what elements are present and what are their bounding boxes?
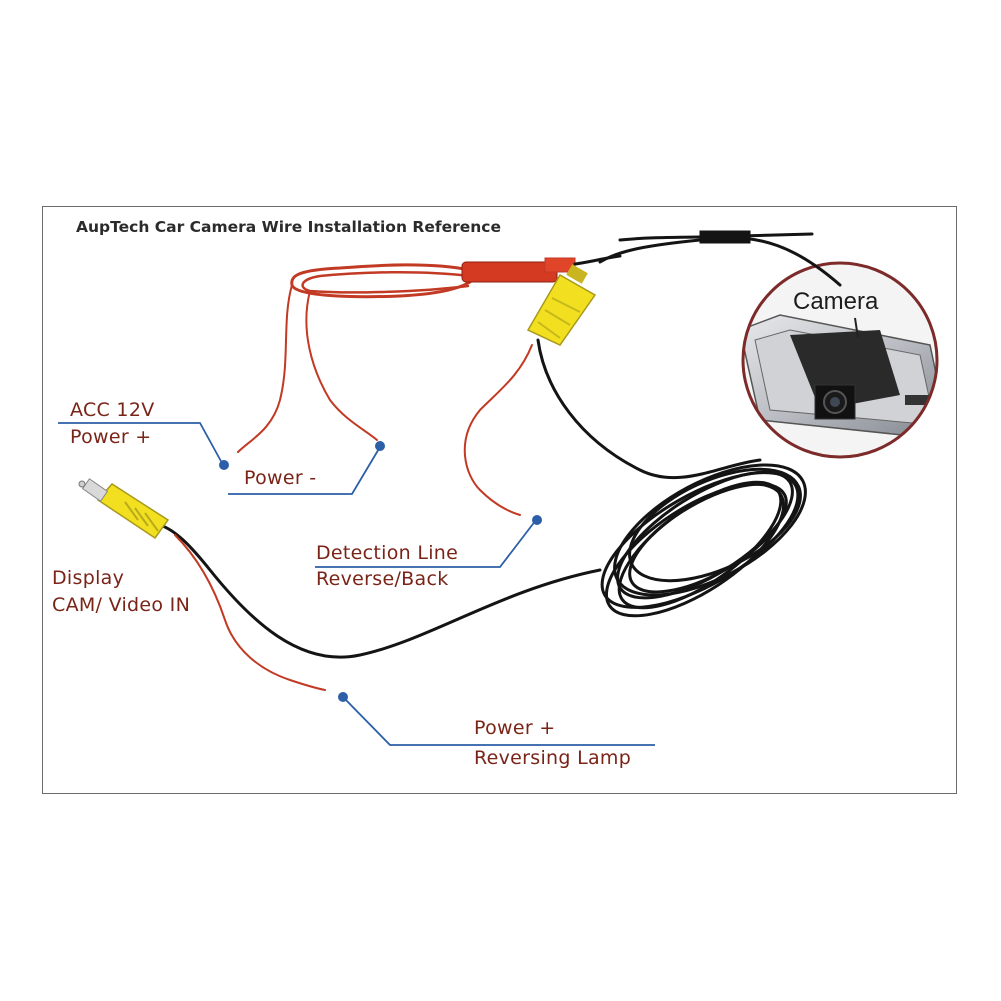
camera-label: Camera	[793, 288, 879, 315]
display-label-line1: Display	[52, 567, 125, 589]
detection-wire	[463, 344, 533, 516]
rca-plug-display	[78, 478, 170, 540]
detection-label-line2: Reverse/Back	[316, 568, 449, 590]
leader-dots	[219, 441, 542, 702]
acc-label-line1: ACC 12V	[70, 399, 155, 421]
diagram-title: AupTech Car Camera Wire Installation Ref…	[76, 218, 501, 236]
detection-label-line1: Detection Line	[316, 542, 459, 564]
reversing-label-line1: Power +	[474, 717, 556, 739]
reversing-wire	[174, 534, 326, 691]
reversing-label-line2: Reversing Lamp	[474, 747, 632, 769]
power-minus-label: Power -	[244, 467, 317, 489]
red-power-wires	[237, 254, 622, 453]
rca-socket-top	[526, 264, 597, 346]
camera-cable	[158, 230, 842, 659]
camera-inset	[741, 261, 939, 459]
leader-lines	[58, 422, 655, 746]
acc-label-line2: Power +	[70, 426, 152, 448]
display-label-line2: CAM/ Video IN	[52, 594, 191, 616]
